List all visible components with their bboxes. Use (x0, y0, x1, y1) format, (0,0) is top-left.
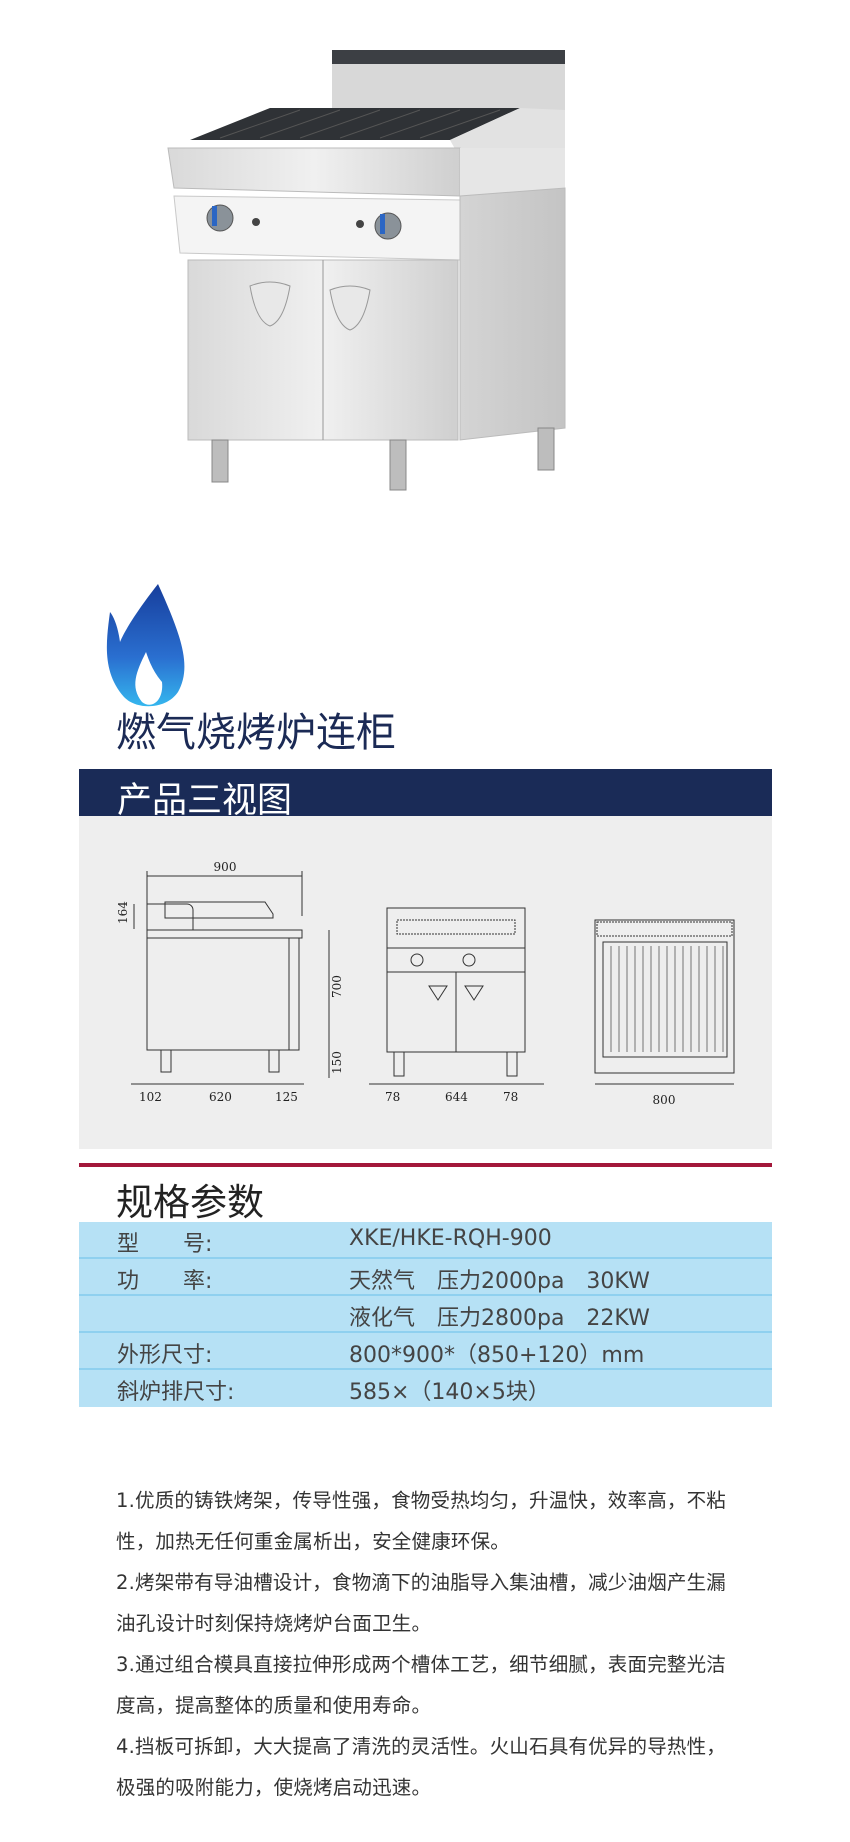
feature-text-line: 1.优质的铸铁烤架，传导性强，食物受热均匀，升温快，效率高，不粘 (116, 1489, 727, 1512)
spec-value: 585×（140×5块） (349, 1380, 550, 1405)
svg-text:125: 125 (275, 1090, 298, 1104)
spec-value: 液化气 压力2800pa 22KW (349, 1306, 650, 1331)
svg-text:78: 78 (503, 1090, 518, 1104)
spec-label: 功 率: (117, 1269, 213, 1294)
feature-list: 1.优质的铸铁烤架，传导性强，食物受热均匀，升温快，效率高，不粘 性，加热无任何… (116, 1480, 766, 1808)
feature-text-line: 3.通过组合模具直接拉伸形成两个槽体工艺，细节细腻，表面完整光洁 (116, 1653, 727, 1676)
svg-text:800: 800 (653, 1093, 676, 1107)
svg-text:102: 102 (139, 1090, 162, 1104)
svg-text:78: 78 (385, 1090, 400, 1104)
spec-value: 天然气 压力2000pa 30KW (349, 1269, 650, 1294)
spec-row-power-natural-gas: 功 率: 天然气 压力2000pa 30KW (79, 1259, 772, 1296)
feature-text-line: 度高，提高整体的质量和使用寿命。 (116, 1694, 432, 1717)
spec-label: 型 号: (117, 1232, 213, 1257)
flame-icon (106, 584, 185, 707)
top-view: 800 (594, 919, 735, 1107)
spec-row-dimensions: 外形尺寸: 800*900*（850+120）mm (79, 1333, 772, 1370)
section-title-specs: 规格参数 (116, 1181, 264, 1224)
svg-text:900: 900 (214, 860, 237, 874)
feature-text-line: 性，加热无任何重金属析出，安全健康环保。 (116, 1530, 511, 1553)
section-title-views: 产品三视图 (117, 781, 293, 821)
three-view-drawing: 900 164 700 150 102 620 125 (116, 860, 735, 1107)
svg-text:644: 644 (445, 1090, 468, 1104)
spec-label: 斜炉排尺寸: (117, 1380, 235, 1405)
spec-label: 外形尺寸: (117, 1343, 213, 1368)
product-title: 燃气烧烤炉连柜 (116, 710, 396, 756)
spec-row-power-lpg: 液化气 压力2800pa 22KW (79, 1296, 772, 1333)
spec-value: 800*900*（850+120）mm (349, 1343, 645, 1368)
svg-text:700: 700 (330, 975, 344, 998)
section-header-views: 产品三视图 (79, 769, 772, 821)
feature-text-line: 4.挡板可拆卸，大大提高了清洗的灵活性。火山石具有优异的导热性， (116, 1735, 727, 1758)
spec-row-model: 型 号: XKE/HKE-RQH-900 (79, 1222, 772, 1259)
three-view-diagram-panel: 900 164 700 150 102 620 125 (79, 816, 772, 1149)
side-view: 900 164 700 150 102 620 125 (116, 860, 344, 1104)
svg-text:620: 620 (209, 1090, 232, 1104)
svg-text:164: 164 (116, 901, 130, 924)
product-photo (167, 50, 566, 491)
spec-row-grate-size: 斜炉排尺寸: 585×（140×5块） (79, 1370, 772, 1407)
feature-text-line: 极强的吸附能力，使烧烤启动迅速。 (116, 1776, 432, 1799)
spec-table: 型 号: XKE/HKE-RQH-900 功 率: 天然气 压力2000pa 3… (79, 1222, 772, 1407)
front-view: 78 644 78 (369, 907, 544, 1104)
feature-text-line: 油孔设计时刻保持烧烤炉台面卫生。 (116, 1612, 432, 1635)
section-divider (79, 1163, 772, 1167)
feature-text-line: 2.烤架带有导油槽设计，食物滴下的油脂导入集油槽，减少油烟产生漏 (116, 1571, 727, 1594)
spec-value: XKE/HKE-RQH-900 (349, 1226, 552, 1251)
svg-text:150: 150 (330, 1051, 344, 1074)
